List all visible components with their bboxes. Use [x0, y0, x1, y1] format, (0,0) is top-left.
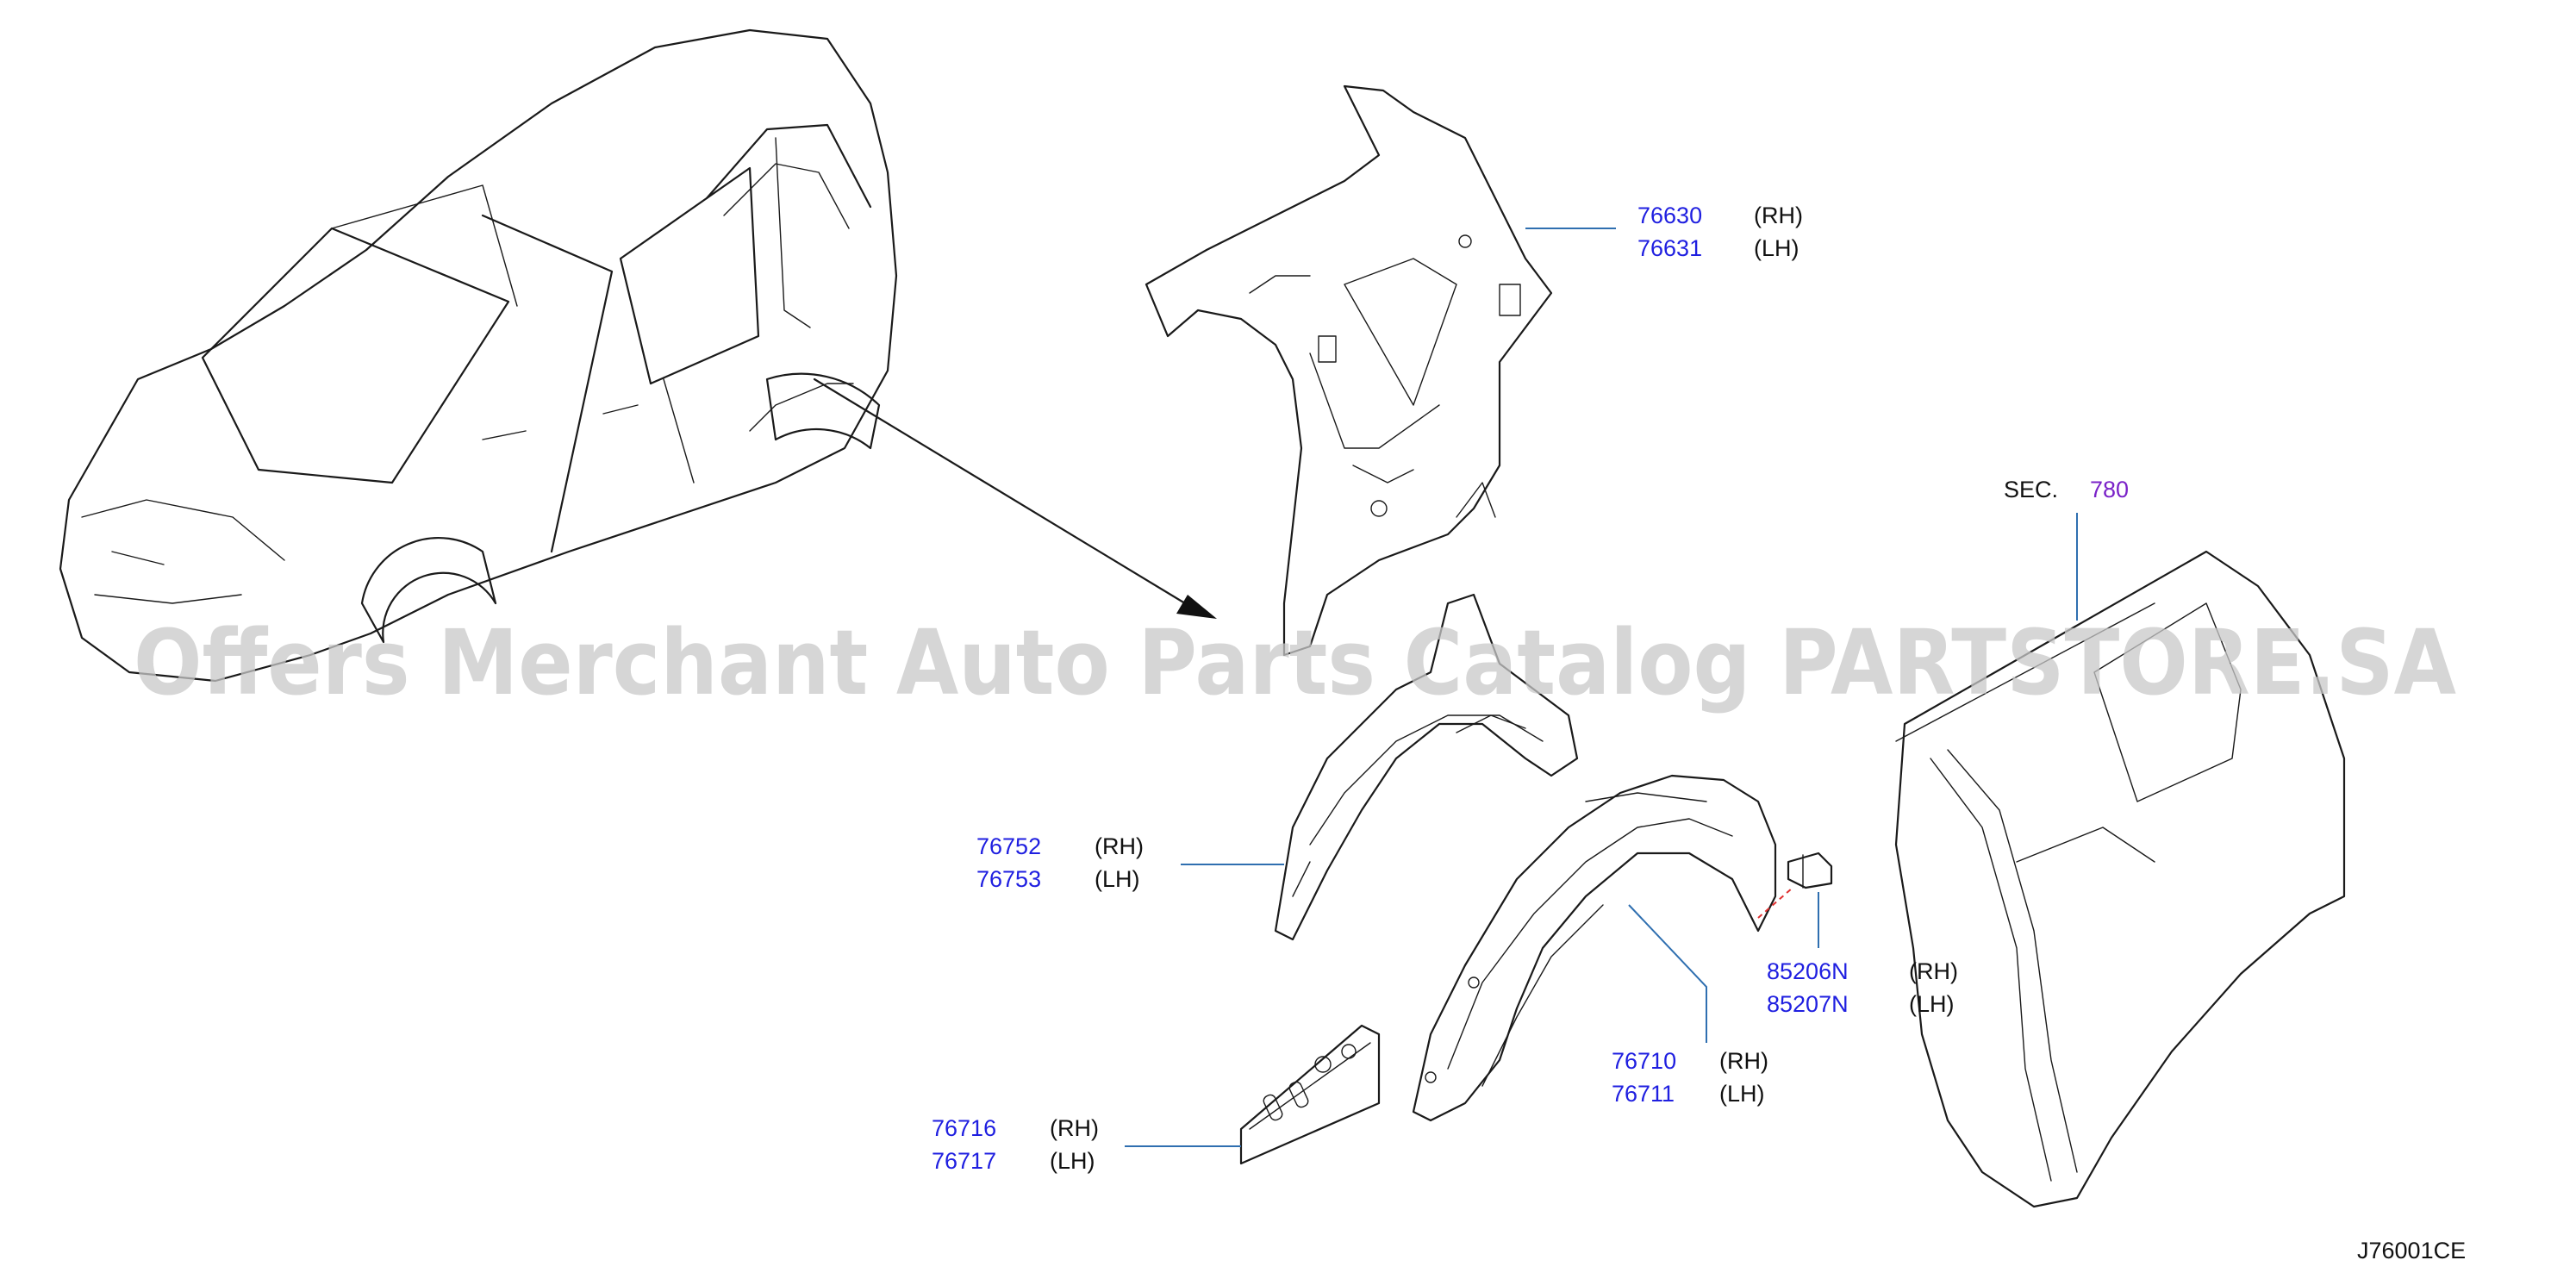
part-number-lh[interactable]: 76711	[1612, 1081, 1675, 1107]
part-number-lh[interactable]: 76753	[976, 866, 1041, 892]
vehicle-illustration	[59, 28, 898, 683]
part-number-lh[interactable]: 76631	[1637, 235, 1702, 261]
side-label-rh: (RH)	[1719, 1048, 1768, 1074]
side-label-rh: (RH)	[1095, 833, 1144, 859]
side-label-rh: (RH)	[1050, 1115, 1099, 1141]
part-number-rh[interactable]: 76752	[976, 833, 1041, 859]
part-number-rh[interactable]: 76710	[1612, 1048, 1676, 1074]
part-number-lh[interactable]: 85207N	[1767, 991, 1849, 1017]
part-76710-wheelhouse-outer	[1412, 774, 1777, 1122]
bracket-guide-line	[1757, 887, 1793, 919]
leader-lines	[1125, 228, 2078, 1147]
section-reference: SEC. 780	[2004, 477, 2129, 502]
watermark: Offers Merchant Auto Parts Catalog PARTS…	[134, 610, 2456, 715]
sec-780-body-panel	[1894, 550, 2346, 1208]
detail-arrow	[813, 377, 1187, 605]
detail-arrow-head	[1176, 595, 1217, 619]
part-76630-inner-panel	[1145, 84, 1553, 657]
part-76752-wheelhouse-upper	[1274, 593, 1579, 941]
side-label-lh: (LH)	[1050, 1148, 1095, 1174]
part-number-rh[interactable]: 76716	[932, 1115, 996, 1141]
side-label-lh: (LH)	[1095, 866, 1140, 892]
part-85206n-bracket	[1787, 852, 1833, 889]
callout-76752: 76752 (RH) 76753 (LH)	[976, 833, 1144, 892]
part-number-rh[interactable]: 76630	[1637, 203, 1702, 228]
part-number-lh[interactable]: 76717	[932, 1148, 996, 1174]
callout-76716: 76716 (RH) 76717 (LH)	[932, 1115, 1099, 1174]
callout-76710: 76710 (RH) 76711 (LH)	[1612, 1048, 1768, 1107]
side-label-rh: (RH)	[1754, 203, 1803, 228]
diagram-code: J76001CE	[2357, 1238, 2466, 1263]
side-label-lh: (LH)	[1909, 991, 1955, 1017]
section-prefix: SEC.	[2004, 477, 2058, 502]
section-number[interactable]: 780	[2090, 477, 2129, 502]
side-label-lh: (LH)	[1719, 1081, 1765, 1107]
callout-76630: 76630 (RH) 76631 (LH)	[1637, 203, 1803, 261]
side-label-rh: (RH)	[1909, 958, 1958, 984]
part-76716-extension	[1239, 1024, 1381, 1165]
callout-85206n: 85206N (RH) 85207N (LH)	[1767, 958, 1958, 1017]
side-label-lh: (LH)	[1754, 235, 1799, 261]
part-number-rh[interactable]: 85206N	[1767, 958, 1849, 984]
